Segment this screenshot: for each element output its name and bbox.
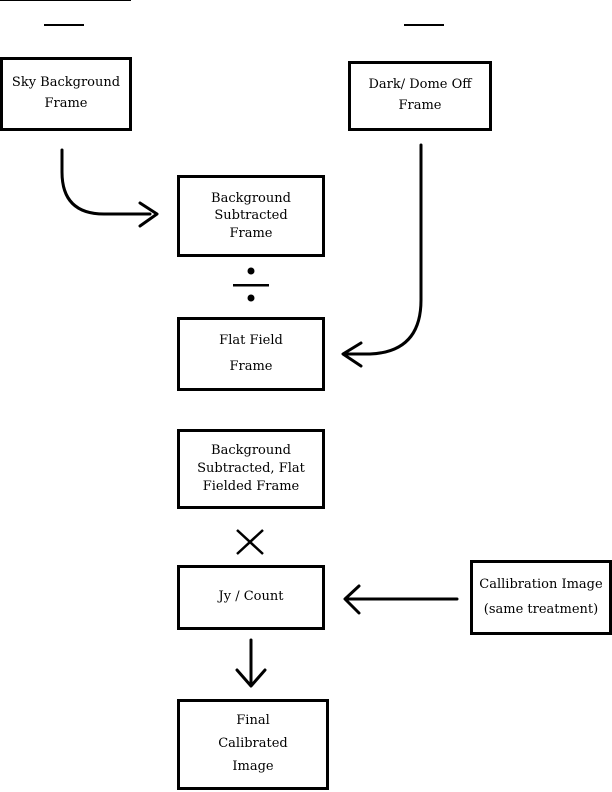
final-calibrated-label-line1: Final (236, 713, 270, 729)
bg-sub-flat-fielded-label-line1: Background (211, 442, 291, 458)
dark-dome-off-frame-box: Dark/ Dome Off Frame (348, 61, 492, 131)
arrow-dark-to-flatfield (343, 143, 423, 356)
flat-field-label-line1: Flat Field (219, 333, 283, 348)
arrowhead-calib-to-jy (343, 584, 361, 615)
sky-background-label-line2: Frame (44, 96, 88, 111)
final-calibrated-image-box: Final Calibrated Image (177, 699, 329, 790)
minus-icon-right (404, 24, 444, 26)
arrowhead-sky-to-bgsub (138, 201, 159, 228)
background-subtracted-label-line3: Frame (229, 225, 273, 241)
bg-sub-flat-fielded-label-line2: Subtracted, Flat (197, 460, 305, 476)
background-subtracted-label-line1: Background (211, 190, 291, 206)
arrowhead-jy-to-final (235, 668, 267, 688)
minus-icon-left (44, 24, 84, 26)
divide-icon (233, 267, 269, 302)
sky-background-label-line1: Sky Background (11, 75, 121, 91)
background-subtracted-label-line2: Subtracted (214, 208, 288, 224)
multiply-icon (236, 529, 264, 555)
sky-background-frame-box: Sky Background Frame (0, 57, 132, 131)
dark-dome-off-label-line2: Frame (398, 98, 442, 113)
background-subtracted-frame-box: Background Subtracted Frame (177, 175, 325, 257)
calibration-image-box: Callibration Image (same treatment) (470, 560, 612, 635)
calibration-image-label-line1: Callibration Image (479, 576, 603, 592)
arrowhead-dark-to-flatfield (341, 341, 363, 368)
bg-sub-flat-fielded-frame-box: Background Subtracted, Flat Fielded Fram… (177, 429, 325, 509)
calibration-image-label-line2: (same treatment) (483, 601, 599, 617)
jy-count-label: Jy / Count (218, 589, 284, 605)
arrow-sky-to-bgsub (60, 148, 152, 216)
bg-sub-flat-fielded-label-line3: Fielded Frame (202, 479, 300, 495)
jy-count-box: Jy / Count (177, 565, 325, 630)
final-calibrated-label-line3: Image (232, 758, 274, 774)
dark-dome-off-label-line1: Dark/ Dome Off (368, 77, 472, 93)
flat-field-frame-box: Flat Field Frame (177, 317, 325, 391)
flat-field-label-line2: Frame (229, 359, 273, 374)
top-rule (0, 0, 131, 1)
final-calibrated-label-line2: Calibrated (218, 736, 288, 752)
